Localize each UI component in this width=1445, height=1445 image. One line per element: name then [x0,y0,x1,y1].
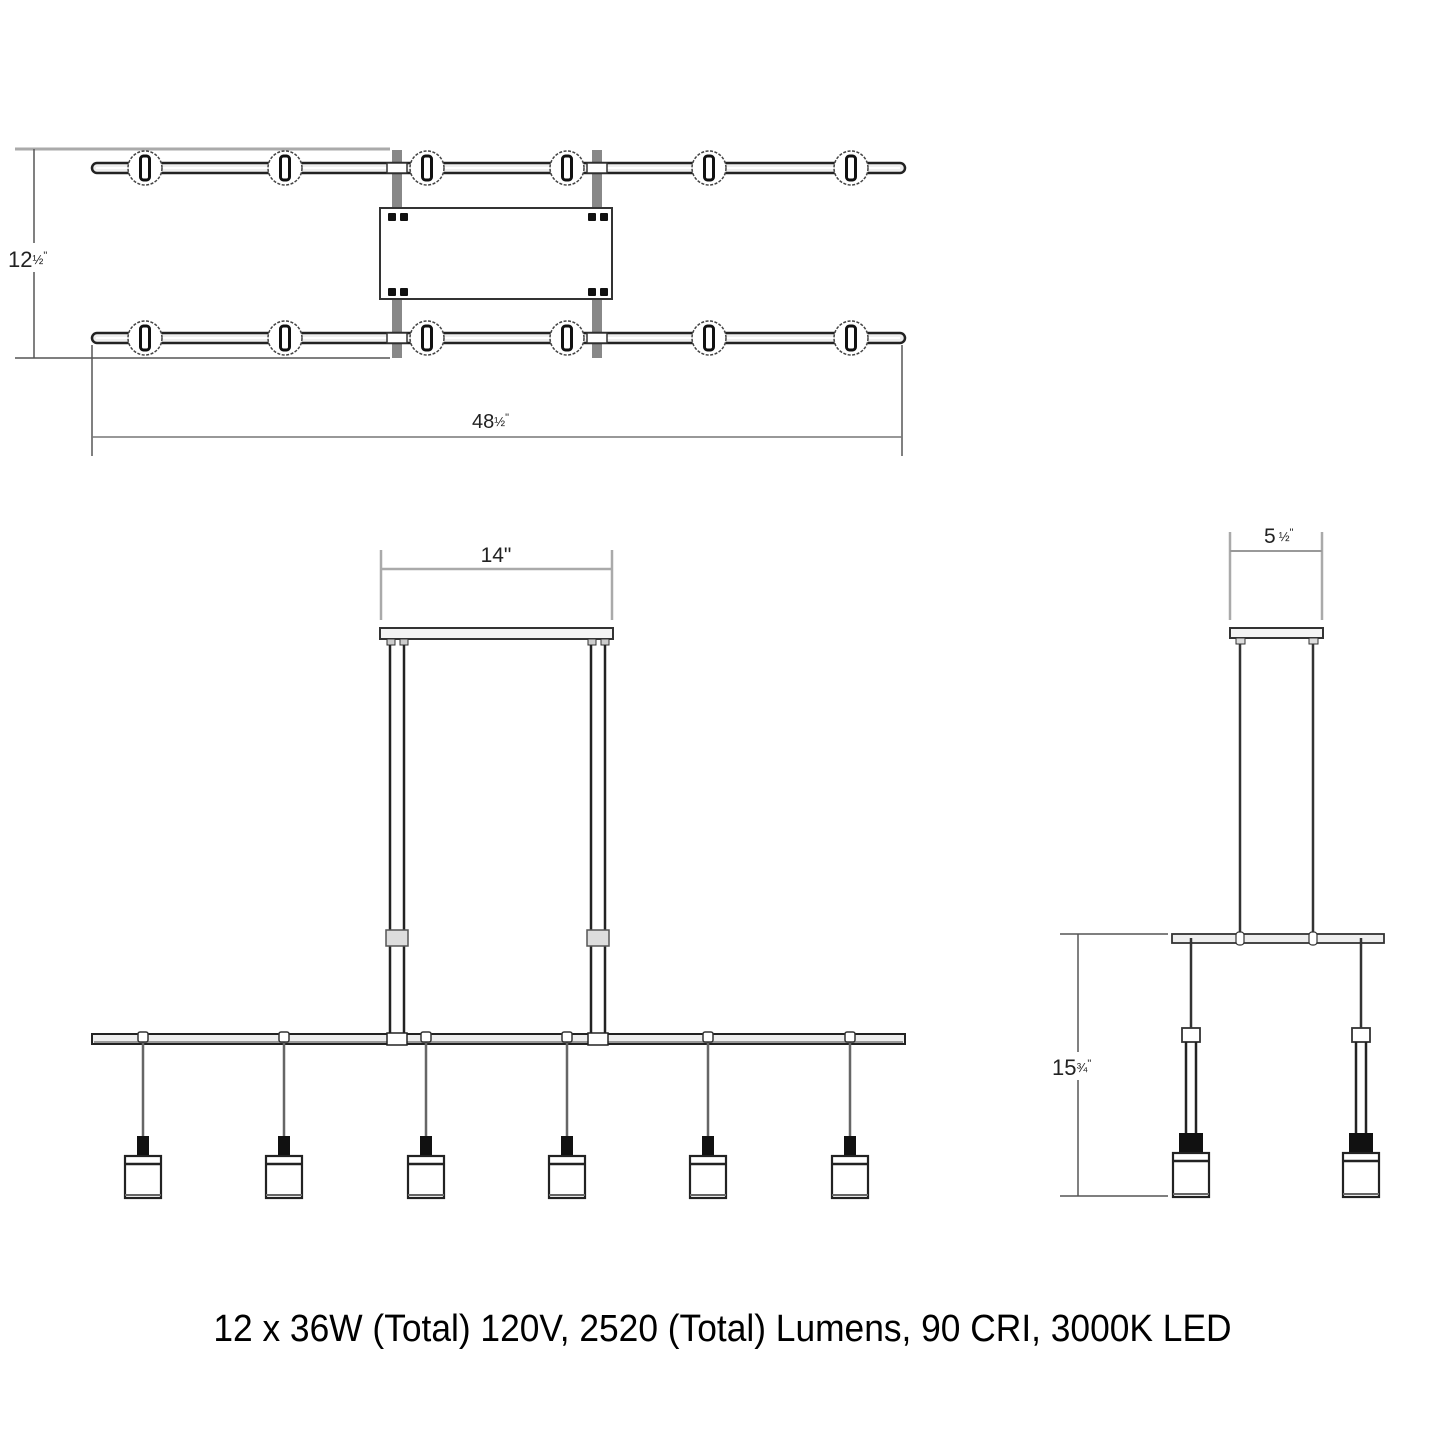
top-pendant-icon [266,319,304,357]
front-pendant-icon [547,1030,587,1200]
top-canopy [379,207,613,300]
front-pendant-icon [264,1030,304,1200]
length-label: 48½" [472,411,509,433]
top-pendant-icon [266,149,304,187]
top-pendant-icon [408,149,446,187]
top-rail-upper [90,161,907,175]
top-rail-lower [90,331,907,345]
front-pendant-icon [406,1030,446,1200]
top-pendant-icon [408,319,446,357]
side-pendant-icon [1341,936,1381,1199]
drop-height-label: 15¾" [1052,1055,1091,1080]
depth-label: 12½" [8,247,47,272]
top-pendant-icon [126,149,164,187]
front-pendant-icon [123,1030,163,1200]
top-pendant-icon [548,319,586,357]
front-stems [385,645,610,1036]
top-pendant-icon [690,149,728,187]
front-pendant-icon [830,1030,870,1200]
front-canopy [379,627,614,646]
canopy-width-label: 14" [481,544,512,567]
top-pendant-icon [832,149,870,187]
top-pendant-icon [126,319,164,357]
side-pendant-icon [1171,936,1211,1199]
specs-caption-text: 12 x 36W (Total) 120V, 2520 (Total) Lume… [213,1308,1232,1350]
side-canopy [1229,627,1324,645]
front-bar [91,1032,906,1046]
top-plan-view: 12½" 48½" [8,147,907,456]
front-pendant-icon [688,1030,728,1200]
top-pendant-icon [548,149,586,187]
top-pendant-icon [832,319,870,357]
front-elevation-view: 14" [91,544,906,1200]
top-pendant-icon [690,319,728,357]
side-bar [1171,931,1385,946]
specs-caption: 12 x 36W (Total) 120V, 2520 (Total) Lume… [0,1308,1445,1351]
